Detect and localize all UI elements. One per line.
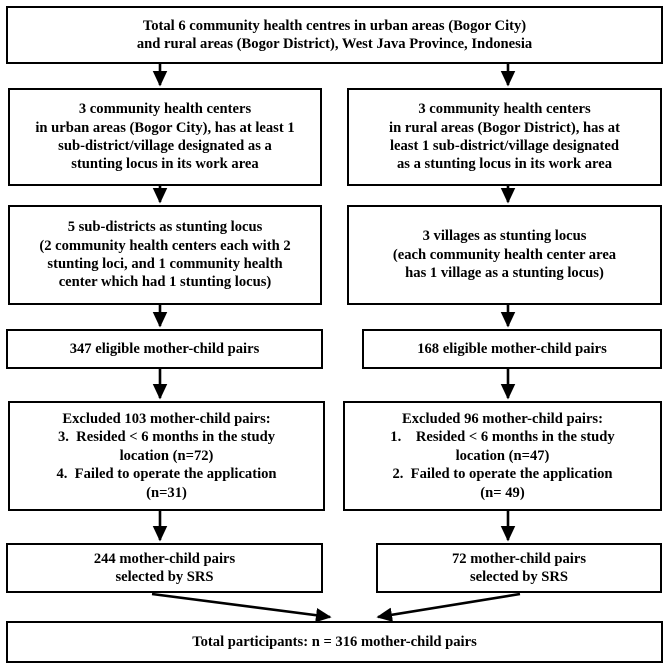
node-line: center which had 1 stunting locus) (58, 274, 272, 291)
node-rural-community-health-centers: 3 community health centers in rural area… (347, 88, 662, 186)
node-urban-excluded-pairs: Excluded 103 mother-child pairs: 3. Resi… (8, 401, 325, 511)
arrow-rural-srs-to-participants (376, 592, 521, 622)
node-rural-stunting-locus: 3 villages as stunting locus (each commu… (347, 205, 662, 305)
node-line: 3 community health centers (78, 101, 252, 118)
node-urban-stunting-locus: 5 sub-districts as stunting locus (2 com… (8, 205, 322, 305)
node-line: stunting loci, and 1 community health (47, 256, 283, 272)
node-line: has 1 village as a stunting locus) (405, 265, 604, 282)
node-line: in rural areas (Bogor District), has at (389, 119, 620, 136)
node-line: location (n=72) (119, 447, 214, 464)
node-line: 3 villages as stunting locus (422, 228, 587, 245)
node-line: 168 eligible mother-child pairs (417, 340, 607, 357)
node-line: 244 mother-child pairs (93, 550, 236, 567)
node-line: Excluded 103 mother-child pairs: (62, 411, 271, 428)
node-line: 4. Failed to operate the application (56, 466, 277, 483)
node-line: 347 eligible mother-child pairs (69, 340, 260, 357)
node-line: (each community health center area (392, 246, 617, 263)
node-total-participants: Total participants: n = 316 mother-child… (6, 621, 663, 663)
node-line: 2. Failed to operate the application (392, 466, 613, 483)
node-line: selected by SRS (469, 569, 569, 585)
node-line: least 1 sub-district/village designated (389, 138, 620, 154)
node-rural-eligible-pairs: 168 eligible mother-child pairs (362, 329, 662, 369)
node-line: stunting locus in its work area (71, 156, 259, 173)
node-line: location (n=47) (455, 447, 550, 464)
node-line: Total 6 community health centres in urba… (142, 17, 527, 34)
node-rural-selected-srs: 72 mother-child pairs selected by SRS (376, 543, 662, 593)
node-line: Total participants: n = 316 mother-child… (192, 633, 477, 650)
node-line: Excluded 96 mother-child pairs: (402, 411, 603, 428)
node-rural-excluded-pairs: Excluded 96 mother-child pairs: 1. Resid… (343, 401, 662, 511)
arrow-urban-srs-to-participants (151, 592, 332, 623)
node-line: and rural areas (Bogor District), West J… (136, 36, 533, 52)
node-total-community-health-centres: Total 6 community health centres in urba… (6, 6, 663, 64)
node-line: 72 mother-child pairs (451, 550, 587, 567)
node-urban-selected-srs: 244 mother-child pairs selected by SRS (6, 543, 323, 593)
node-line: (n= 49) (480, 484, 525, 501)
node-line: (n=31) (146, 484, 187, 501)
node-line: 5 sub-districts as stunting locus (67, 219, 263, 236)
node-line: selected by SRS (115, 569, 214, 585)
node-urban-eligible-pairs: 347 eligible mother-child pairs (6, 329, 323, 369)
node-urban-community-health-centers: 3 community health centers in urban area… (8, 88, 322, 186)
node-line: 3. Resided < 6 months in the study (57, 429, 276, 446)
node-line: as a stunting locus in its work area (396, 156, 612, 173)
node-line: sub-district/village designated as a (58, 138, 272, 154)
node-line: 1. Resided < 6 months in the study (390, 429, 615, 446)
node-line: in urban areas (Bogor City), has at leas… (35, 119, 295, 136)
node-line: 3 community health centers (418, 101, 591, 118)
node-line: (2 community health centers each with 2 (39, 237, 291, 254)
